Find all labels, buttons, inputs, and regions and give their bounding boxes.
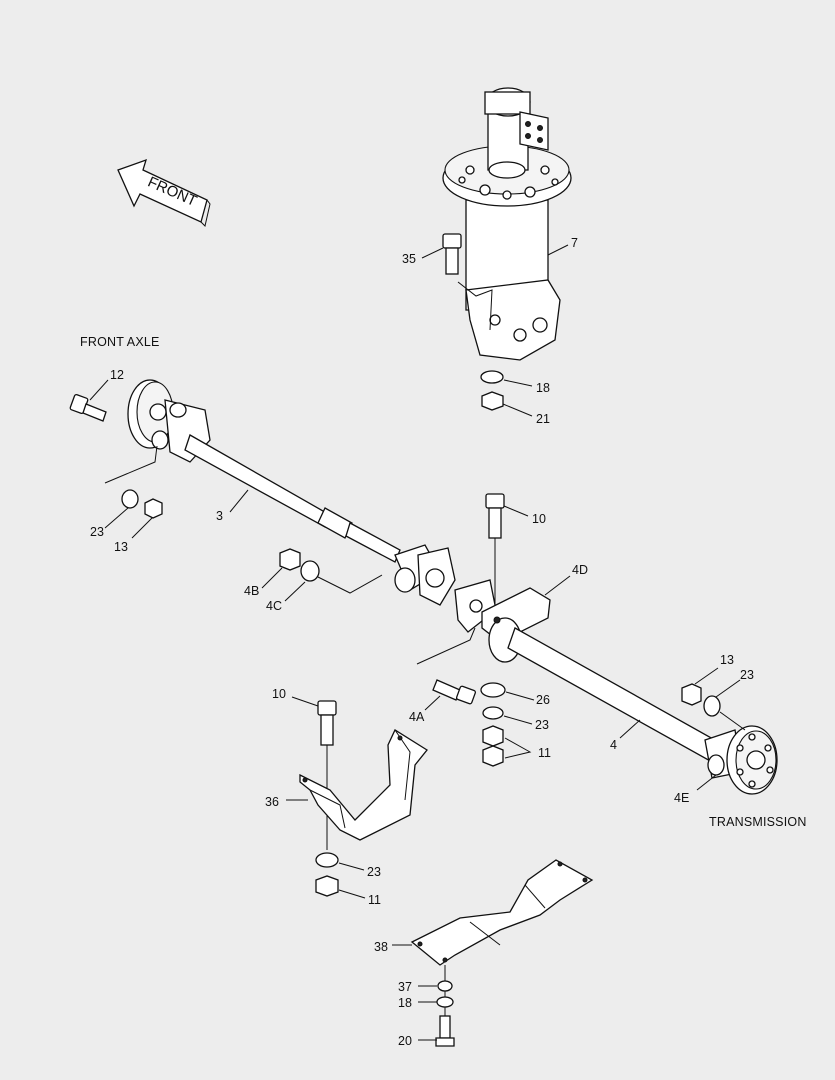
label-part-38: 38: [374, 940, 388, 954]
drive-shaft-3: [184, 434, 401, 563]
transmission-label: TRANSMISSION: [709, 815, 807, 829]
label-part-4B: 4B: [244, 584, 259, 598]
label-part-21: 21: [536, 412, 550, 426]
label-part-26: 26: [536, 693, 550, 707]
front-axle-label: FRONT AXLE: [80, 335, 160, 349]
label-part-4D: 4D: [572, 563, 588, 577]
front-direction-arrow: FRONT: [117, 158, 211, 227]
washer-18-bottom: [436, 996, 454, 1008]
washer-23-front: [121, 489, 139, 509]
middle-universal-joint: [394, 544, 497, 633]
nut-21: [481, 391, 504, 411]
label-part-4A: 4A: [409, 710, 425, 724]
label-part-12: 12: [110, 368, 124, 382]
washer-23-lower: [315, 852, 339, 868]
washer-4C: [300, 560, 320, 582]
front-flange-yoke: [127, 379, 211, 463]
label-part-13-rear: 13: [720, 653, 734, 667]
label-part-11-lower: 11: [368, 893, 381, 907]
bolt-20: [435, 1015, 455, 1047]
nut-13-front: [144, 498, 163, 519]
label-part-18-top: 18: [536, 381, 550, 395]
label-part-23-lower: 23: [367, 865, 381, 879]
label-part-37: 37: [398, 980, 412, 994]
label-part-13-front: 13: [114, 540, 128, 554]
nut-13-rear: [681, 683, 702, 706]
bolt-10-upper: [485, 493, 505, 625]
label-part-20: 20: [398, 1034, 412, 1048]
rear-flange-yoke-4E: [704, 725, 778, 795]
label-part-11-center: 11: [538, 746, 551, 760]
label-part-23-rear: 23: [740, 668, 754, 682]
washer-23-rear: [703, 695, 721, 717]
bracket-36: [299, 729, 428, 841]
washer-23-center: [482, 706, 504, 720]
label-part-23-front: 23: [90, 525, 104, 539]
label-part-10-lower: 10: [272, 687, 286, 701]
label-part-10-upper: 10: [532, 512, 546, 526]
washer-18: [480, 370, 504, 384]
label-part-4E: 4E: [674, 791, 689, 805]
nut-11-center-a: [482, 725, 504, 747]
label-part-3: 3: [216, 509, 223, 523]
spacer-26: [480, 682, 506, 698]
bolt-35: [442, 233, 462, 275]
label-part-7: 7: [571, 236, 578, 250]
nut-4B: [279, 548, 301, 571]
label-part-36: 36: [265, 795, 279, 809]
label-part-35: 35: [402, 252, 416, 266]
plate-38: [410, 859, 594, 966]
nut-11-lower: [315, 875, 339, 897]
label-part-4C: 4C: [266, 599, 282, 613]
bolt-4A: [432, 679, 476, 705]
nut-11-center-b: [482, 745, 504, 767]
bolt-12: [69, 394, 107, 422]
swivel-joint-assembly: [442, 87, 572, 361]
label-part-4: 4: [610, 738, 617, 752]
bolt-10-lower: [317, 700, 337, 850]
label-part-23-center: 23: [535, 718, 549, 732]
label-part-18-bottom: 18: [398, 996, 412, 1010]
washer-37: [437, 980, 453, 992]
